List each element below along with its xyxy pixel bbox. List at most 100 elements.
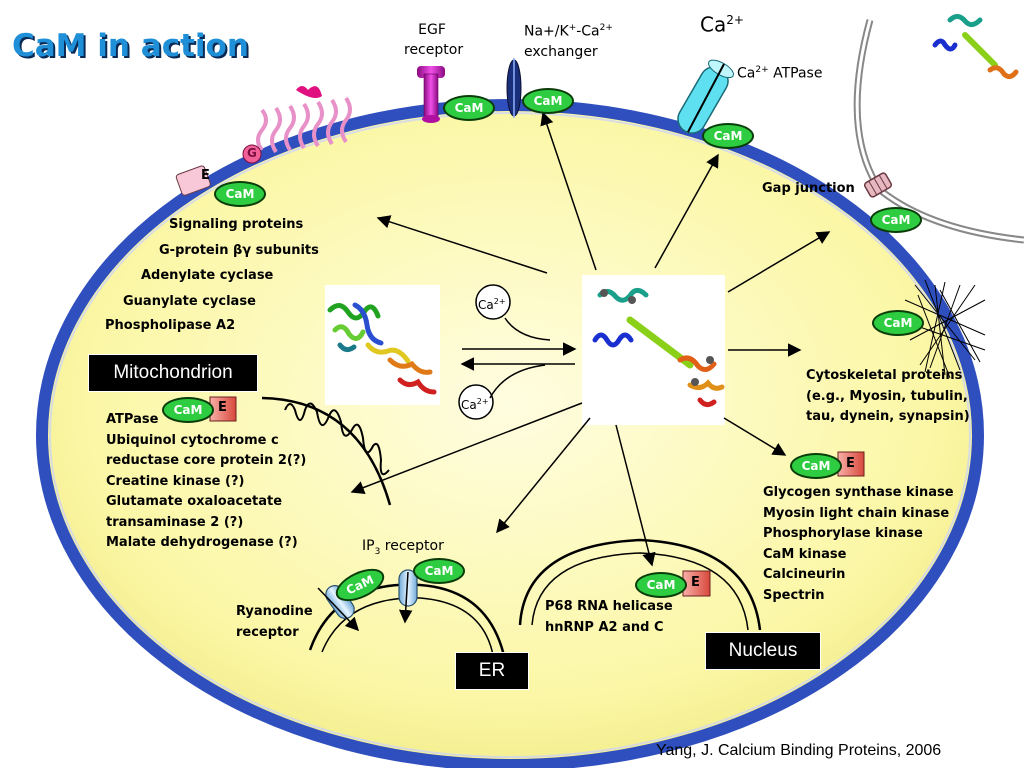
signaling-item: Signaling proteins (169, 217, 304, 232)
mito-item: transaminase 2 (?) (106, 514, 244, 530)
target-arrows (350, 111, 831, 567)
ca-atpase-label: Ca2+ ATPase (737, 60, 822, 84)
er-label: ER (455, 652, 529, 690)
g-label: G (247, 146, 257, 160)
kinase-item: Spectrin (763, 587, 825, 603)
signaling-item: G-protein βγ subunits (159, 242, 319, 258)
cam-kinases: CaM (790, 453, 842, 479)
cam-exchanger: CaM (522, 88, 574, 114)
ca-circle-label-top: Ca2+ (478, 292, 506, 315)
exchanger-ca: -Ca (576, 23, 600, 40)
cam-ip3: CaM (413, 558, 465, 584)
egf-receptor-icon (417, 66, 445, 123)
ca-ion-circle-top (475, 284, 511, 320)
nucleus-membrane-inner (531, 552, 749, 631)
e-label-signaling: E (201, 168, 210, 183)
er-membrane-inner (321, 597, 495, 661)
nucleus-membrane (518, 538, 762, 631)
cam-egf: CaM (443, 95, 495, 121)
kinase-item: Myosin light chain kinase (763, 505, 950, 521)
mitochondrion-label: Mitochondrion (88, 354, 258, 392)
exchanger-sup1: + (568, 23, 577, 33)
gpcr-icon (256, 86, 352, 154)
mito-item: Glutamate oxaloacetate (106, 494, 283, 509)
mito-item: Creatine kinase (?) (106, 473, 245, 489)
ca-small-bottom-sup: 2+ (476, 397, 489, 406)
ca-ion-circle-bottom (458, 384, 494, 420)
cyto-item: Cytoskeletal proteins (806, 368, 963, 383)
mito-item: Malate dehydrogenase (?) (106, 535, 298, 550)
ip3-receptor-label: IP3 receptor (362, 536, 444, 562)
cam-cytoskeleton: CaM (872, 310, 924, 336)
mitochondrion-cristae (284, 402, 390, 476)
cam-atpase: CaM (702, 123, 754, 149)
exchanger-sup2: 2+ (599, 23, 613, 33)
ca-free-label: Ca2+ (700, 10, 744, 35)
ryanodine-line: Ryanodine (236, 604, 313, 619)
e-label-kinases: E (846, 456, 855, 471)
mito-item: Ubiquinol cytochrome c (106, 432, 279, 448)
exchanger-label: Na+/K+-Ca2+ exchanger (524, 18, 613, 62)
ca-release-curve (489, 364, 546, 399)
apo-cam-ribbon (327, 302, 437, 395)
enzyme-tag-signaling (175, 165, 211, 196)
ryanodine-line: receptor (236, 624, 299, 640)
signaling-item: Phospholipase A2 (105, 318, 236, 333)
ip3-prefix: IP (362, 538, 375, 554)
cam-signaling: CaM (214, 181, 266, 207)
atpase-arrow (687, 63, 725, 133)
ca-free-text: Ca (700, 12, 727, 37)
ca-small-top: Ca (478, 298, 494, 312)
atpase-ca: Ca (737, 65, 756, 82)
neighbor-cell (853, 19, 1024, 244)
kinase-item: Glycogen synthase kinase (763, 485, 954, 500)
mito-item: ATPase (106, 412, 159, 427)
e-label-nucleus: E (691, 575, 700, 590)
ca-binding-curve (504, 317, 551, 341)
kinase-item: Phosphorylase kinase (763, 526, 923, 541)
er-membrane (308, 583, 507, 661)
mitochondrion-membrane (261, 396, 392, 506)
kinase-item: Calcineurin (763, 567, 846, 582)
ca-cam-ribbon (592, 287, 725, 408)
signaling-item: Adenylate cyclase (141, 268, 274, 283)
ca-small-bottom: Ca (461, 398, 477, 412)
cell-membrane-inner (49, 112, 971, 758)
gap-junction-label: Gap junction (762, 181, 855, 196)
exchanger-icon (506, 58, 522, 118)
cam-complex-structure (932, 14, 1019, 80)
nucleus-item: P68 RNA helicase (545, 599, 673, 614)
ip3-sub: 3 (374, 546, 381, 557)
cam-nucleus: CaM (635, 572, 687, 598)
atpase-sup: 2+ (755, 65, 769, 75)
g-protein-icon (242, 144, 262, 164)
ip3-receptor-icon (398, 569, 418, 607)
cytoskeleton-list: Cytoskeletal proteins (e.g., Myosin, tub… (806, 366, 970, 428)
kinase-list: Glycogen synthase kinase Myosin light ch… (763, 483, 954, 606)
e-label-mito: E (218, 400, 227, 415)
cyto-item: (e.g., Myosin, tubulin, (806, 388, 968, 404)
gap-junction-icon (863, 172, 893, 198)
slide-title: CaM in action (12, 28, 249, 64)
nucleus-list: P68 RNA helicase hnRNP A2 and C (545, 597, 673, 638)
cyto-item: tau, dynein, synapsin) (806, 409, 970, 424)
ip3-arrow (398, 571, 413, 624)
ip3-suffix: receptor (380, 538, 444, 554)
ca-small-top-sup: 2+ (493, 297, 506, 306)
signaling-item: Guanylate cyclase (123, 293, 256, 309)
nucleus-item: hnRNP A2 and C (545, 619, 664, 635)
egf-line1: EGF (418, 22, 446, 38)
exchanger-line2: exchanger (524, 43, 598, 60)
ryanodine-arrow (317, 587, 360, 632)
citation: Yang, J. Calcium Binding Proteins, 2006 (656, 742, 942, 759)
ca-circle-label-bottom: Ca2+ (461, 392, 489, 415)
mito-item: reductase core protein 2(?) (106, 453, 307, 468)
egf-receptor-label: EGF receptor (404, 20, 463, 60)
kinase-item: CaM kinase (763, 546, 847, 562)
signaling-list: Signaling proteins G-protein βγ subunits… (105, 215, 319, 337)
ryanodine-label: Ryanodine receptor (236, 602, 313, 643)
calcium-ions (600, 289, 714, 386)
ca-free-sup: 2+ (726, 13, 744, 27)
nucleus-label: Nucleus (705, 632, 821, 670)
